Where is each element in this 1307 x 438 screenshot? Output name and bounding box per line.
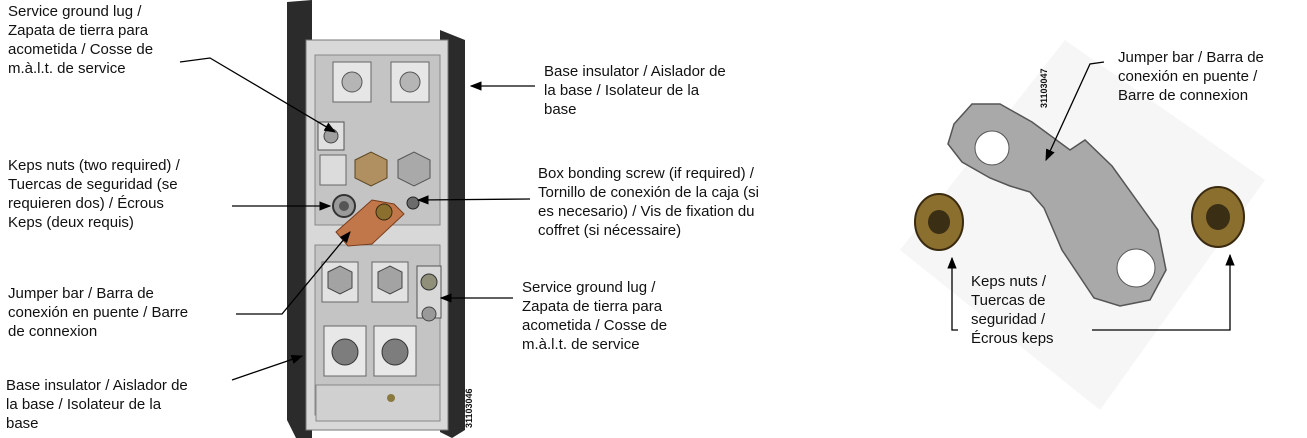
jumper-bar-hole-top <box>974 130 1010 166</box>
label-right-keps-nuts: Keps nuts / Tuercas de seguridad / Écrou… <box>971 273 1054 347</box>
upper-jaw-screw-right <box>399 71 421 93</box>
leader-jumper-bar <box>236 231 351 315</box>
leader-right-jumper-bar <box>1045 61 1105 162</box>
leader-lines <box>179 57 1235 381</box>
figure-code-right: 31103047 <box>1039 68 1049 108</box>
label-keps-nuts: Keps nuts (two required) / Tuercas de se… <box>8 157 180 231</box>
jumper-bar-hole-bottom <box>1116 248 1156 288</box>
keps-nut-center <box>375 203 393 221</box>
figure-code-left: 31103046 <box>464 388 474 428</box>
leader-base-insulator-bottom <box>231 354 304 381</box>
leader-right-keps-nut-right <box>1092 253 1235 331</box>
label-service-ground-lug-top: Service ground lug / Zapata de tierra pa… <box>8 3 154 77</box>
label-service-ground-lug-right: Service ground lug / Zapata de tierra pa… <box>522 279 668 353</box>
label-jumper-bar: Jumper bar / Barra de conexión en puente… <box>8 285 189 340</box>
leader-right-keps-nut-left <box>947 256 958 331</box>
upper-jaw-screw-left <box>341 71 363 93</box>
label-right-jumper-bar: Jumper bar / Barra de conexión en puente… <box>1118 49 1264 104</box>
leader-box-bonding-screw <box>416 195 531 205</box>
box-bonding-screw-part <box>406 196 420 210</box>
label-box-bonding-screw: Box bonding screw (if required) / Tornil… <box>538 165 759 239</box>
label-base-insulator-bottom: Base insulator / Aislador de la base / I… <box>6 377 188 432</box>
label-base-insulator-top: Base insulator / Aislador de la base / I… <box>544 63 726 118</box>
leader-service-ground-lug-top <box>179 57 337 133</box>
